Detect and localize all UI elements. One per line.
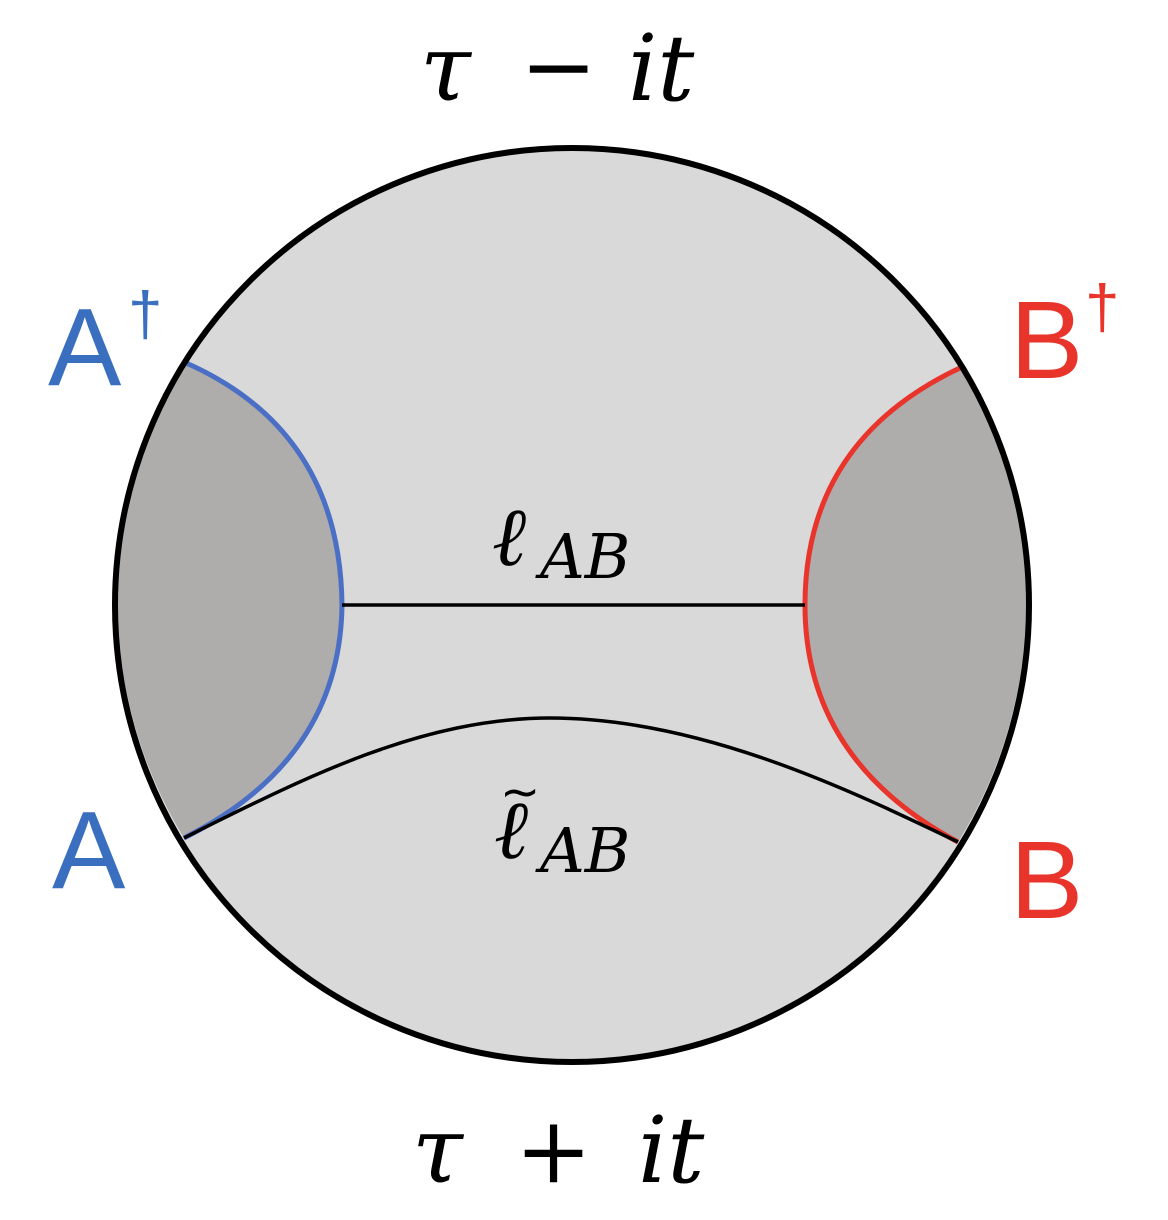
top-label-minus: − — [520, 13, 597, 120]
ell-symbol: ℓ — [492, 490, 526, 585]
disk-outline — [112, 145, 1032, 1065]
ell-subscript: AB — [535, 520, 630, 593]
a-dagger-label: A † — [48, 280, 162, 409]
region-b — [805, 367, 1027, 842]
ell-tilde-subscript: AB — [535, 814, 630, 887]
ell-label: ℓ AB — [492, 490, 630, 593]
bottom-label-plus: + — [515, 1097, 592, 1204]
b-dagger-base: B — [1010, 279, 1083, 402]
bottom-label-it: it — [638, 1097, 705, 1204]
ell-tilde-symbol: ℓ — [494, 783, 528, 878]
a-label: A — [52, 789, 126, 912]
top-label-tau: τ — [420, 15, 473, 122]
bottom-label: τ + it — [412, 1097, 705, 1204]
region-a — [117, 362, 342, 838]
a-dagger-base: A — [48, 286, 122, 409]
b-dagger-label: B † — [1010, 273, 1119, 402]
top-label: τ − it — [420, 13, 695, 122]
geodesic-a — [182, 359, 345, 841]
a-dagger-sup: † — [128, 280, 162, 349]
ell-tilde-mark: ~ — [500, 764, 540, 820]
top-label-it: it — [628, 15, 695, 122]
geodesic-ell-tilde — [183, 716, 959, 844]
b-label: B — [1010, 819, 1083, 942]
b-dagger-sup: † — [1085, 273, 1119, 342]
ell-tilde-label: ~ ℓ AB — [494, 764, 630, 887]
bottom-label-tau: τ — [412, 1097, 465, 1204]
